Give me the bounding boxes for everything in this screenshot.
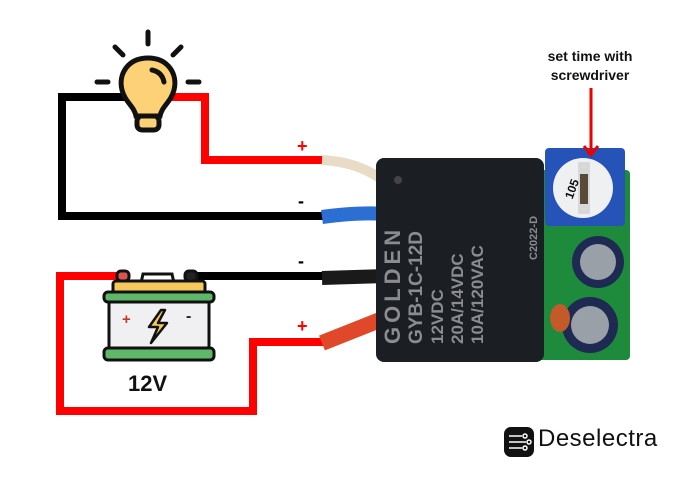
battery-plus-label: + bbox=[122, 311, 131, 328]
relay-rating-dc: 20A/14VDC bbox=[448, 253, 467, 344]
deselectra-logo-text: Deselectra bbox=[538, 425, 658, 452]
blue-wire bbox=[321, 206, 386, 224]
lamp-plus-sign: + bbox=[297, 136, 308, 156]
battery-positive-wire bbox=[56, 272, 330, 415]
red-wire bbox=[319, 310, 388, 351]
battery-plus-sign: + bbox=[297, 316, 308, 336]
battery-minus-label: - bbox=[186, 308, 192, 325]
timer-relay-module bbox=[376, 148, 630, 362]
battery-voltage-label: 12V bbox=[128, 371, 168, 396]
battery-icon bbox=[102, 269, 216, 362]
relay-model: GYB-1C-12D bbox=[406, 231, 427, 344]
relay-rating-ac: 10A/120VAC bbox=[468, 245, 487, 344]
battery-minus-sign: - bbox=[298, 251, 304, 271]
annotation-line-2: screwdriver bbox=[550, 67, 630, 83]
screwdriver-annotation: set time with screwdriver bbox=[510, 47, 670, 85]
relay-markings: GOLDEN GYB-1C-12D 12VDC 20A/14VDC 10A/12… bbox=[380, 155, 540, 350]
relay-brand: GOLDEN bbox=[380, 225, 405, 344]
lamp-positive-wire bbox=[160, 93, 330, 164]
lamp-negative-wire bbox=[58, 93, 330, 220]
lamp-minus-sign: - bbox=[298, 191, 304, 211]
annotation-line-1: set time with bbox=[547, 48, 633, 64]
relay-code: C2022-D bbox=[528, 215, 540, 260]
black-wire bbox=[321, 269, 386, 285]
relay-coil: 12VDC bbox=[428, 289, 447, 344]
lightbulb-icon bbox=[94, 29, 202, 133]
relay bbox=[376, 158, 544, 362]
beige-wire bbox=[321, 155, 389, 186]
